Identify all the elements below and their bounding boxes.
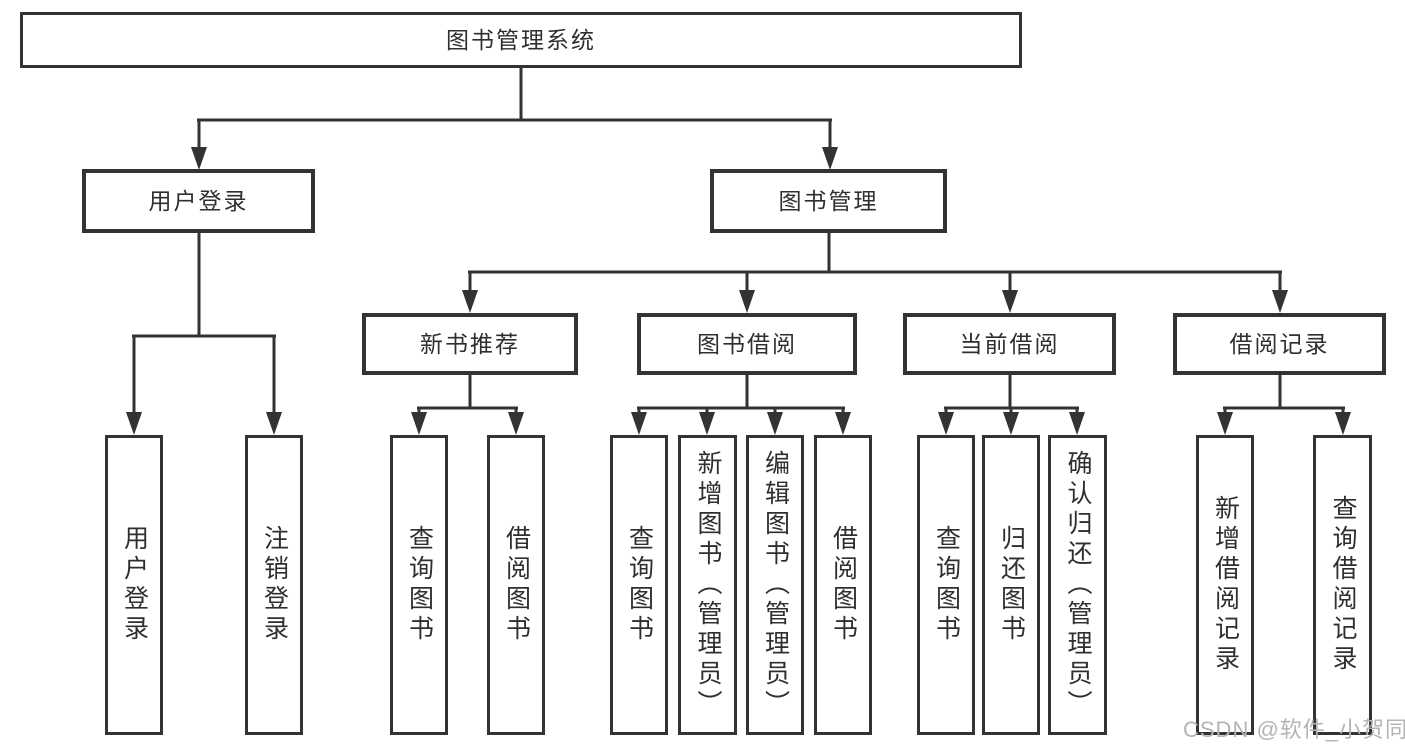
leaf-add-book-admin: 新增图书（管理员） <box>678 435 737 735</box>
leaf-query-borrow-record: 查询借阅记录 <box>1313 435 1372 735</box>
leaf-add-borrow-record: 新增借阅记录 <box>1196 435 1254 735</box>
node-current-borrow: 当前借阅 <box>903 313 1116 375</box>
node-book-management: 图书管理 <box>710 169 947 233</box>
connector-new-book-rec-to-leaves <box>411 375 524 435</box>
leaf-query-book-borrow: 查询图书 <box>610 435 668 735</box>
node-book-borrow: 图书借阅 <box>637 313 857 375</box>
connector-root-to-level2 <box>191 68 838 170</box>
leaf-logout: 注销登录 <box>245 435 303 735</box>
leaf-confirm-return-admin: 确认归还（管理员） <box>1048 435 1107 735</box>
leaf-edit-book-admin: 编辑图书（管理员） <box>746 435 804 735</box>
connector-book-borrow-to-leaves <box>631 375 851 435</box>
leaf-return-book: 归还图书 <box>982 435 1040 735</box>
connector-user-login-to-leaves <box>126 233 282 435</box>
leaf-user-login: 用户登录 <box>105 435 163 735</box>
node-new-book-recommend: 新书推荐 <box>362 313 578 375</box>
leaf-borrow-book: 借阅图书 <box>814 435 872 735</box>
connector-current-borrow-to-leaves <box>938 375 1085 435</box>
node-borrow-records: 借阅记录 <box>1173 313 1386 375</box>
node-root-system: 图书管理系统 <box>20 12 1022 68</box>
leaf-query-book-recommend: 查询图书 <box>390 435 448 735</box>
connector-book-mgmt-to-level3 <box>462 233 1288 313</box>
csdn-watermark: CSDN @软件_小贺同学 <box>1183 717 1405 742</box>
leaf-borrow-book-recommend: 借阅图书 <box>487 435 545 735</box>
leaf-query-book-current: 查询图书 <box>917 435 975 735</box>
connector-borrow-records-to-leaves <box>1217 375 1351 435</box>
node-user-login: 用户登录 <box>82 169 315 233</box>
